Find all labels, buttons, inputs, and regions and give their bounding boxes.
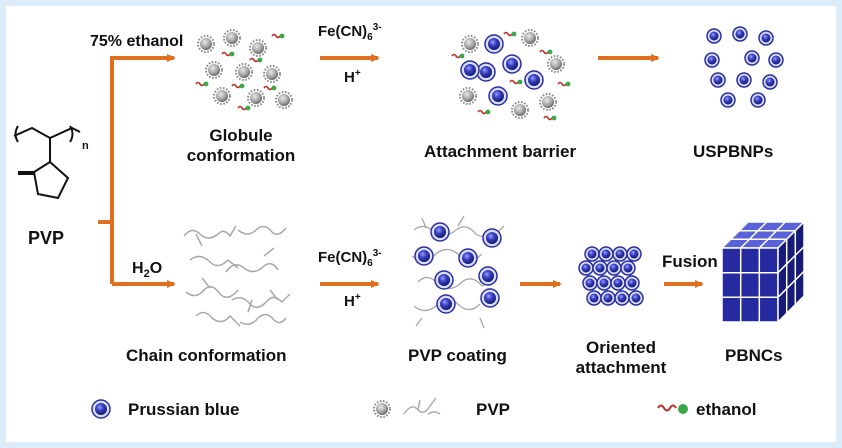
legend-pvp-chain-icon	[403, 397, 441, 415]
legend-prussian-blue-icon	[91, 399, 111, 419]
chain-conformation-polymers	[183, 225, 291, 327]
pvp-structure	[13, 125, 81, 200]
pbnc-cube	[720, 220, 806, 324]
legend-pvp-ball-icon	[373, 400, 391, 418]
globule-cluster	[195, 29, 293, 112]
water-condition-label: H2O	[132, 260, 163, 281]
attachment-barrier-label: Attachment barrier	[424, 142, 577, 161]
branch-arrow	[98, 54, 176, 288]
attachment-barrier-cluster	[451, 29, 572, 122]
legend-prussian-blue-label: Prussian blue	[128, 400, 240, 419]
uspbnps-particles	[704, 26, 784, 108]
legend-pvp-label: PVP	[476, 400, 511, 419]
reagent-top-label: Fe(CN)63-	[318, 22, 382, 43]
acid-bottom-label: H+	[344, 292, 361, 310]
polymer-subscript: n	[82, 140, 89, 152]
pbncs-label: PBNCs	[725, 346, 783, 365]
uspbnps-label: USPBNPs	[693, 142, 774, 161]
ethanol-condition-label: 75% ethanol	[90, 33, 184, 50]
pvp-coating-cluster	[411, 215, 505, 329]
pvp-coating-label: PVP coating	[408, 346, 507, 365]
acid-top-label: H+	[344, 68, 361, 86]
chain-conformation-label: Chain conformation	[126, 346, 287, 365]
fusion-label: Fusion	[662, 252, 718, 271]
legend-ethanol-label: ethanol	[696, 400, 757, 419]
oriented-attachment-cluster	[578, 246, 644, 306]
pvp-label: PVP	[28, 228, 65, 248]
reagent-bottom-label: Fe(CN)63-	[318, 248, 382, 269]
legend-ethanol-icon	[657, 404, 688, 414]
